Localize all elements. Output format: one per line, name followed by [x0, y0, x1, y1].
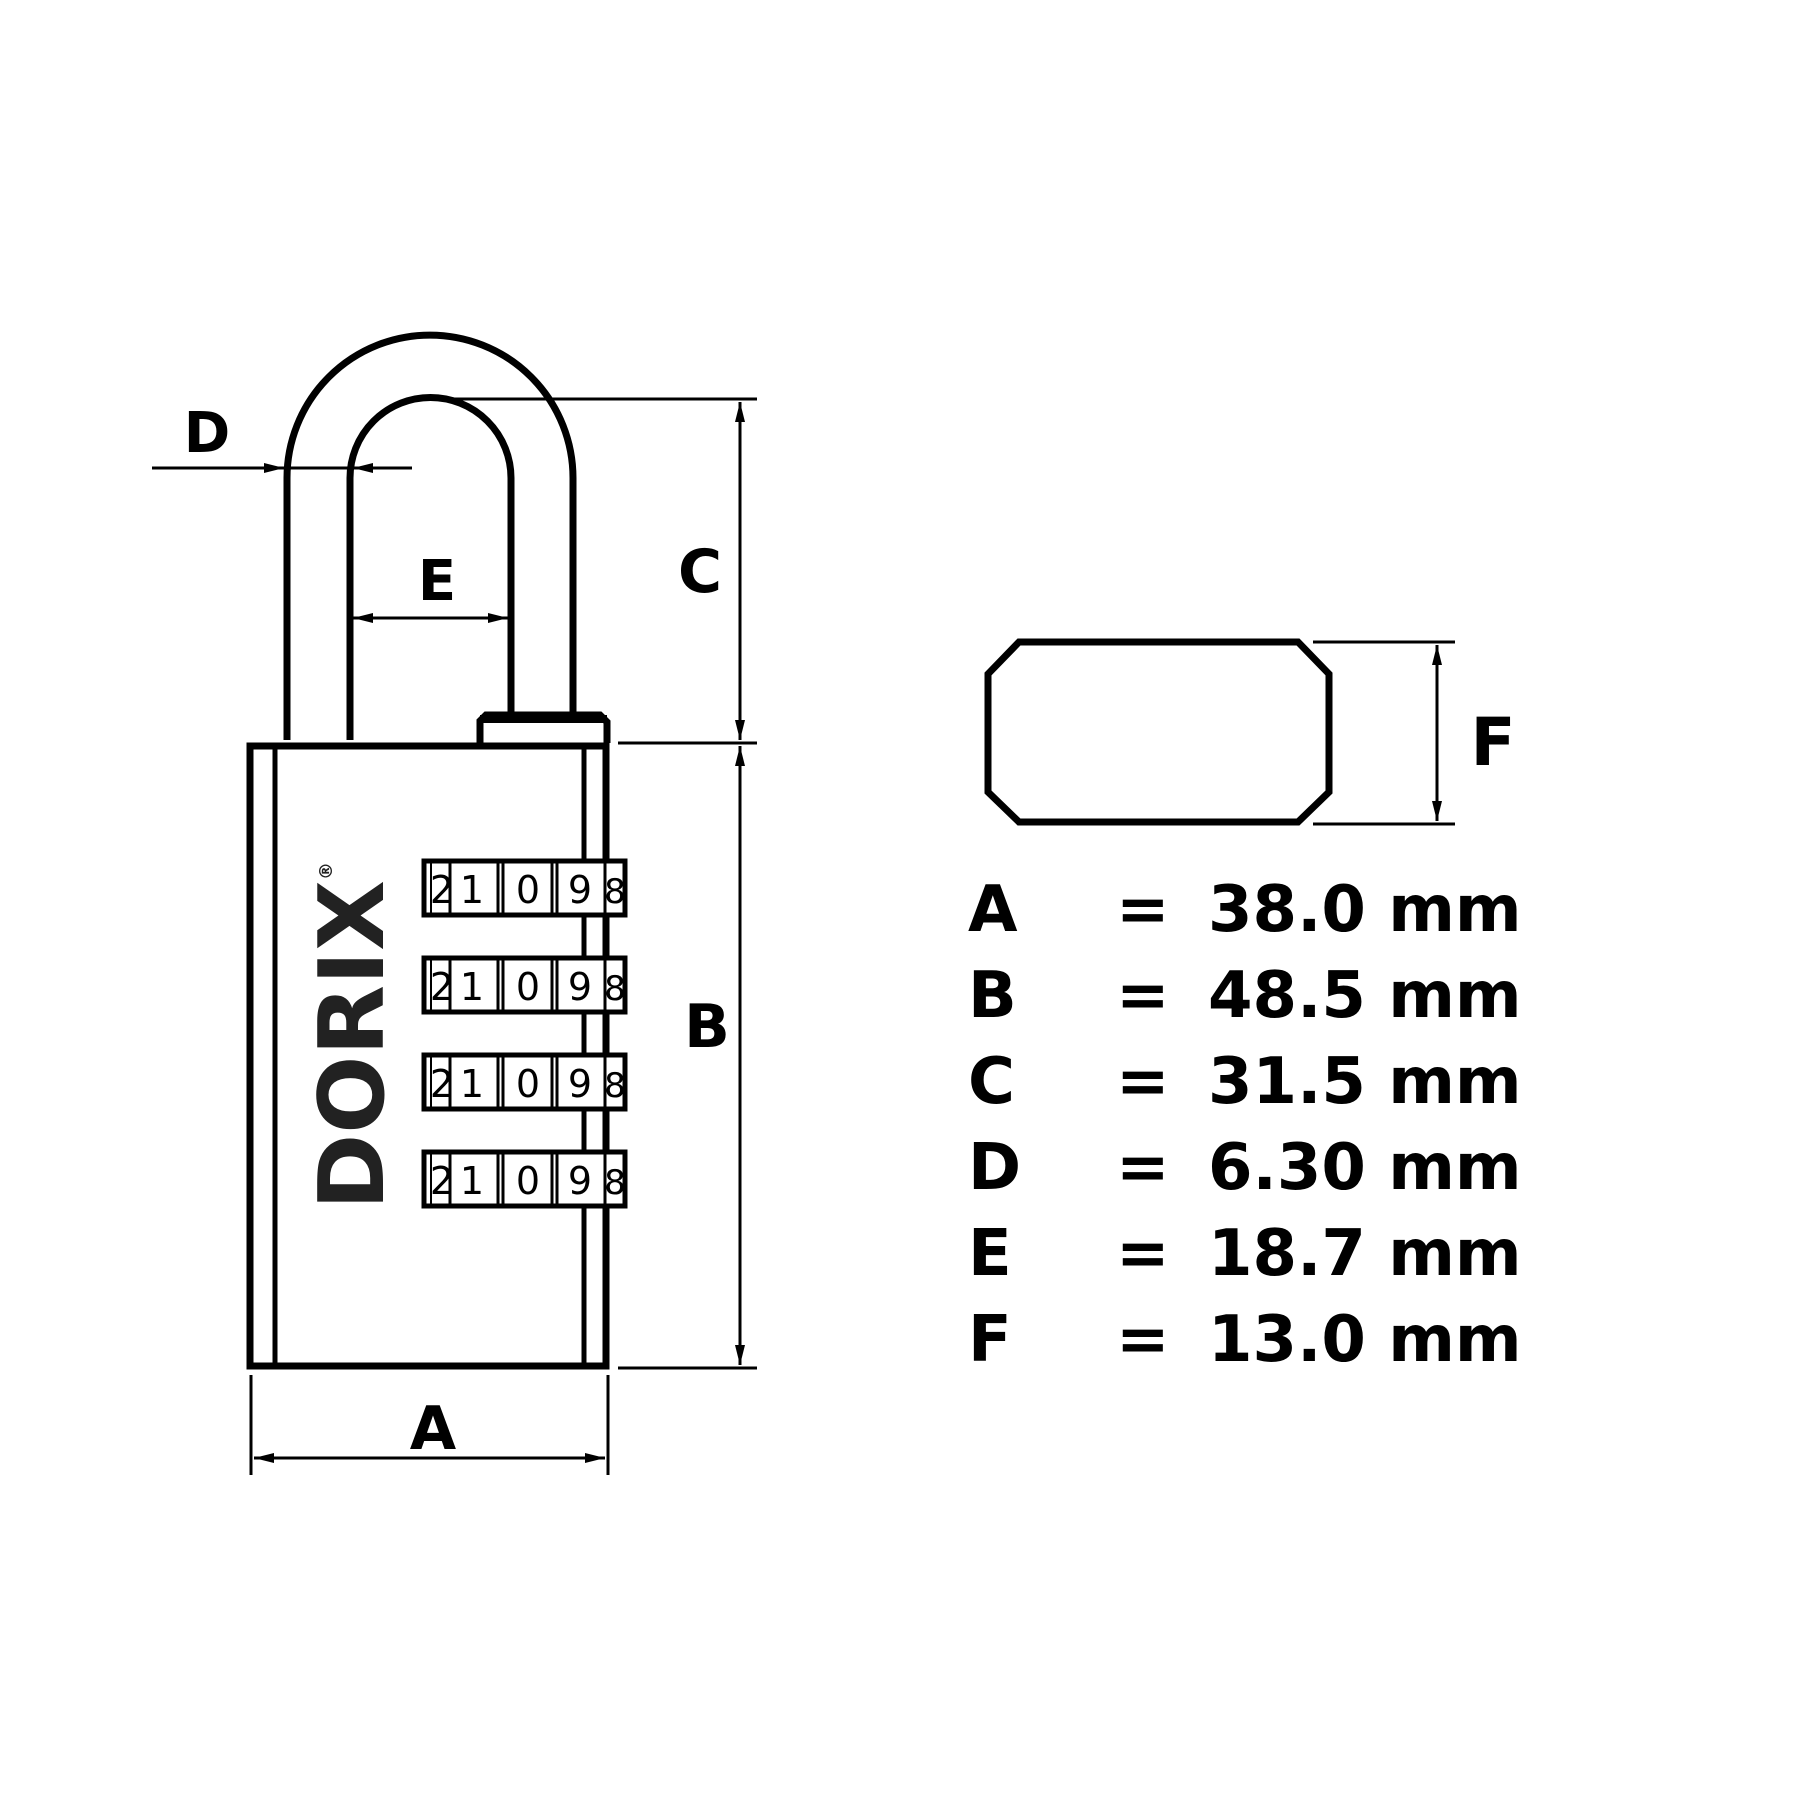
brand-text: DORIX	[300, 880, 405, 1210]
legend-equals: =	[1116, 1303, 1170, 1377]
dial-digit: 8	[604, 872, 626, 912]
dial-row: 2 1 0 9 8	[421, 955, 628, 1015]
legend-value: 48.5 mm	[1208, 959, 1522, 1033]
dial-digit: 8	[604, 1066, 626, 1106]
legend-key: E	[968, 1217, 1012, 1291]
dial-digit: 0	[516, 868, 540, 912]
shackle-cross-section	[984, 638, 1333, 826]
legend-value: 6.30 mm	[1208, 1131, 1522, 1205]
dial-digit: 2	[430, 965, 454, 1009]
legend-value: 13.0 mm	[1208, 1303, 1522, 1377]
dial-digit: 9	[568, 1159, 592, 1203]
dimension-a	[249, 1375, 610, 1475]
legend-key: B	[968, 959, 1017, 1033]
dial-row: 2 1 0 9 8	[421, 1149, 628, 1209]
dimension-label-b: B	[684, 992, 730, 1062]
brand-logo: DORIX ®	[300, 862, 405, 1210]
shackle-inner	[346, 394, 515, 740]
legend-equals: =	[1116, 1045, 1170, 1119]
legend-equals: =	[1116, 1217, 1170, 1291]
shackle	[283, 331, 577, 740]
dial-digit: 1	[460, 868, 484, 912]
dimension-f	[1313, 640, 1455, 826]
dial-digit: 9	[568, 965, 592, 1009]
legend-equals: =	[1116, 873, 1170, 947]
legend-key: D	[968, 1131, 1022, 1205]
dial-digit: 2	[430, 868, 454, 912]
dial-digit: 0	[516, 1159, 540, 1203]
dial-digit: 0	[516, 965, 540, 1009]
dimension-label-a: A	[410, 1394, 457, 1464]
legend-key: C	[968, 1045, 1015, 1119]
combination-dials: 2 1 0 9 8 2 1 0 9 8	[421, 858, 628, 1209]
dimension-label-e: E	[418, 549, 456, 614]
legend-equals: =	[1116, 959, 1170, 1033]
legend-equals: =	[1116, 1131, 1170, 1205]
brand-registered-mark: ®	[316, 862, 337, 880]
dimension-c	[455, 397, 757, 745]
dial-digit: 9	[568, 1062, 592, 1106]
dial-digit: 9	[568, 868, 592, 912]
legend-key: A	[968, 873, 1018, 947]
dial-row: 2 1 0 9 8	[421, 1052, 628, 1112]
legend-key: F	[968, 1303, 1012, 1377]
dial-digit: 1	[460, 965, 484, 1009]
dial-digit: 8	[604, 1163, 626, 1203]
shackle-outer	[283, 331, 577, 740]
dimension-b	[618, 746, 757, 1370]
legend-value: 31.5 mm	[1208, 1045, 1522, 1119]
dial-digit: 8	[604, 969, 626, 1009]
dial-digit: 2	[430, 1159, 454, 1203]
legend-value: 38.0 mm	[1208, 873, 1522, 947]
dial-digit: 1	[460, 1159, 484, 1203]
legend-value: 18.7 mm	[1208, 1217, 1522, 1291]
dimension-label-d: D	[184, 401, 230, 466]
dial-digit: 2	[430, 1062, 454, 1106]
dimension-label-f: F	[1470, 704, 1515, 781]
dial-digit: 1	[460, 1062, 484, 1106]
dimension-label-c: C	[678, 537, 722, 607]
dial-row: 2 1 0 9 8	[421, 858, 628, 918]
dial-digit: 0	[516, 1062, 540, 1106]
